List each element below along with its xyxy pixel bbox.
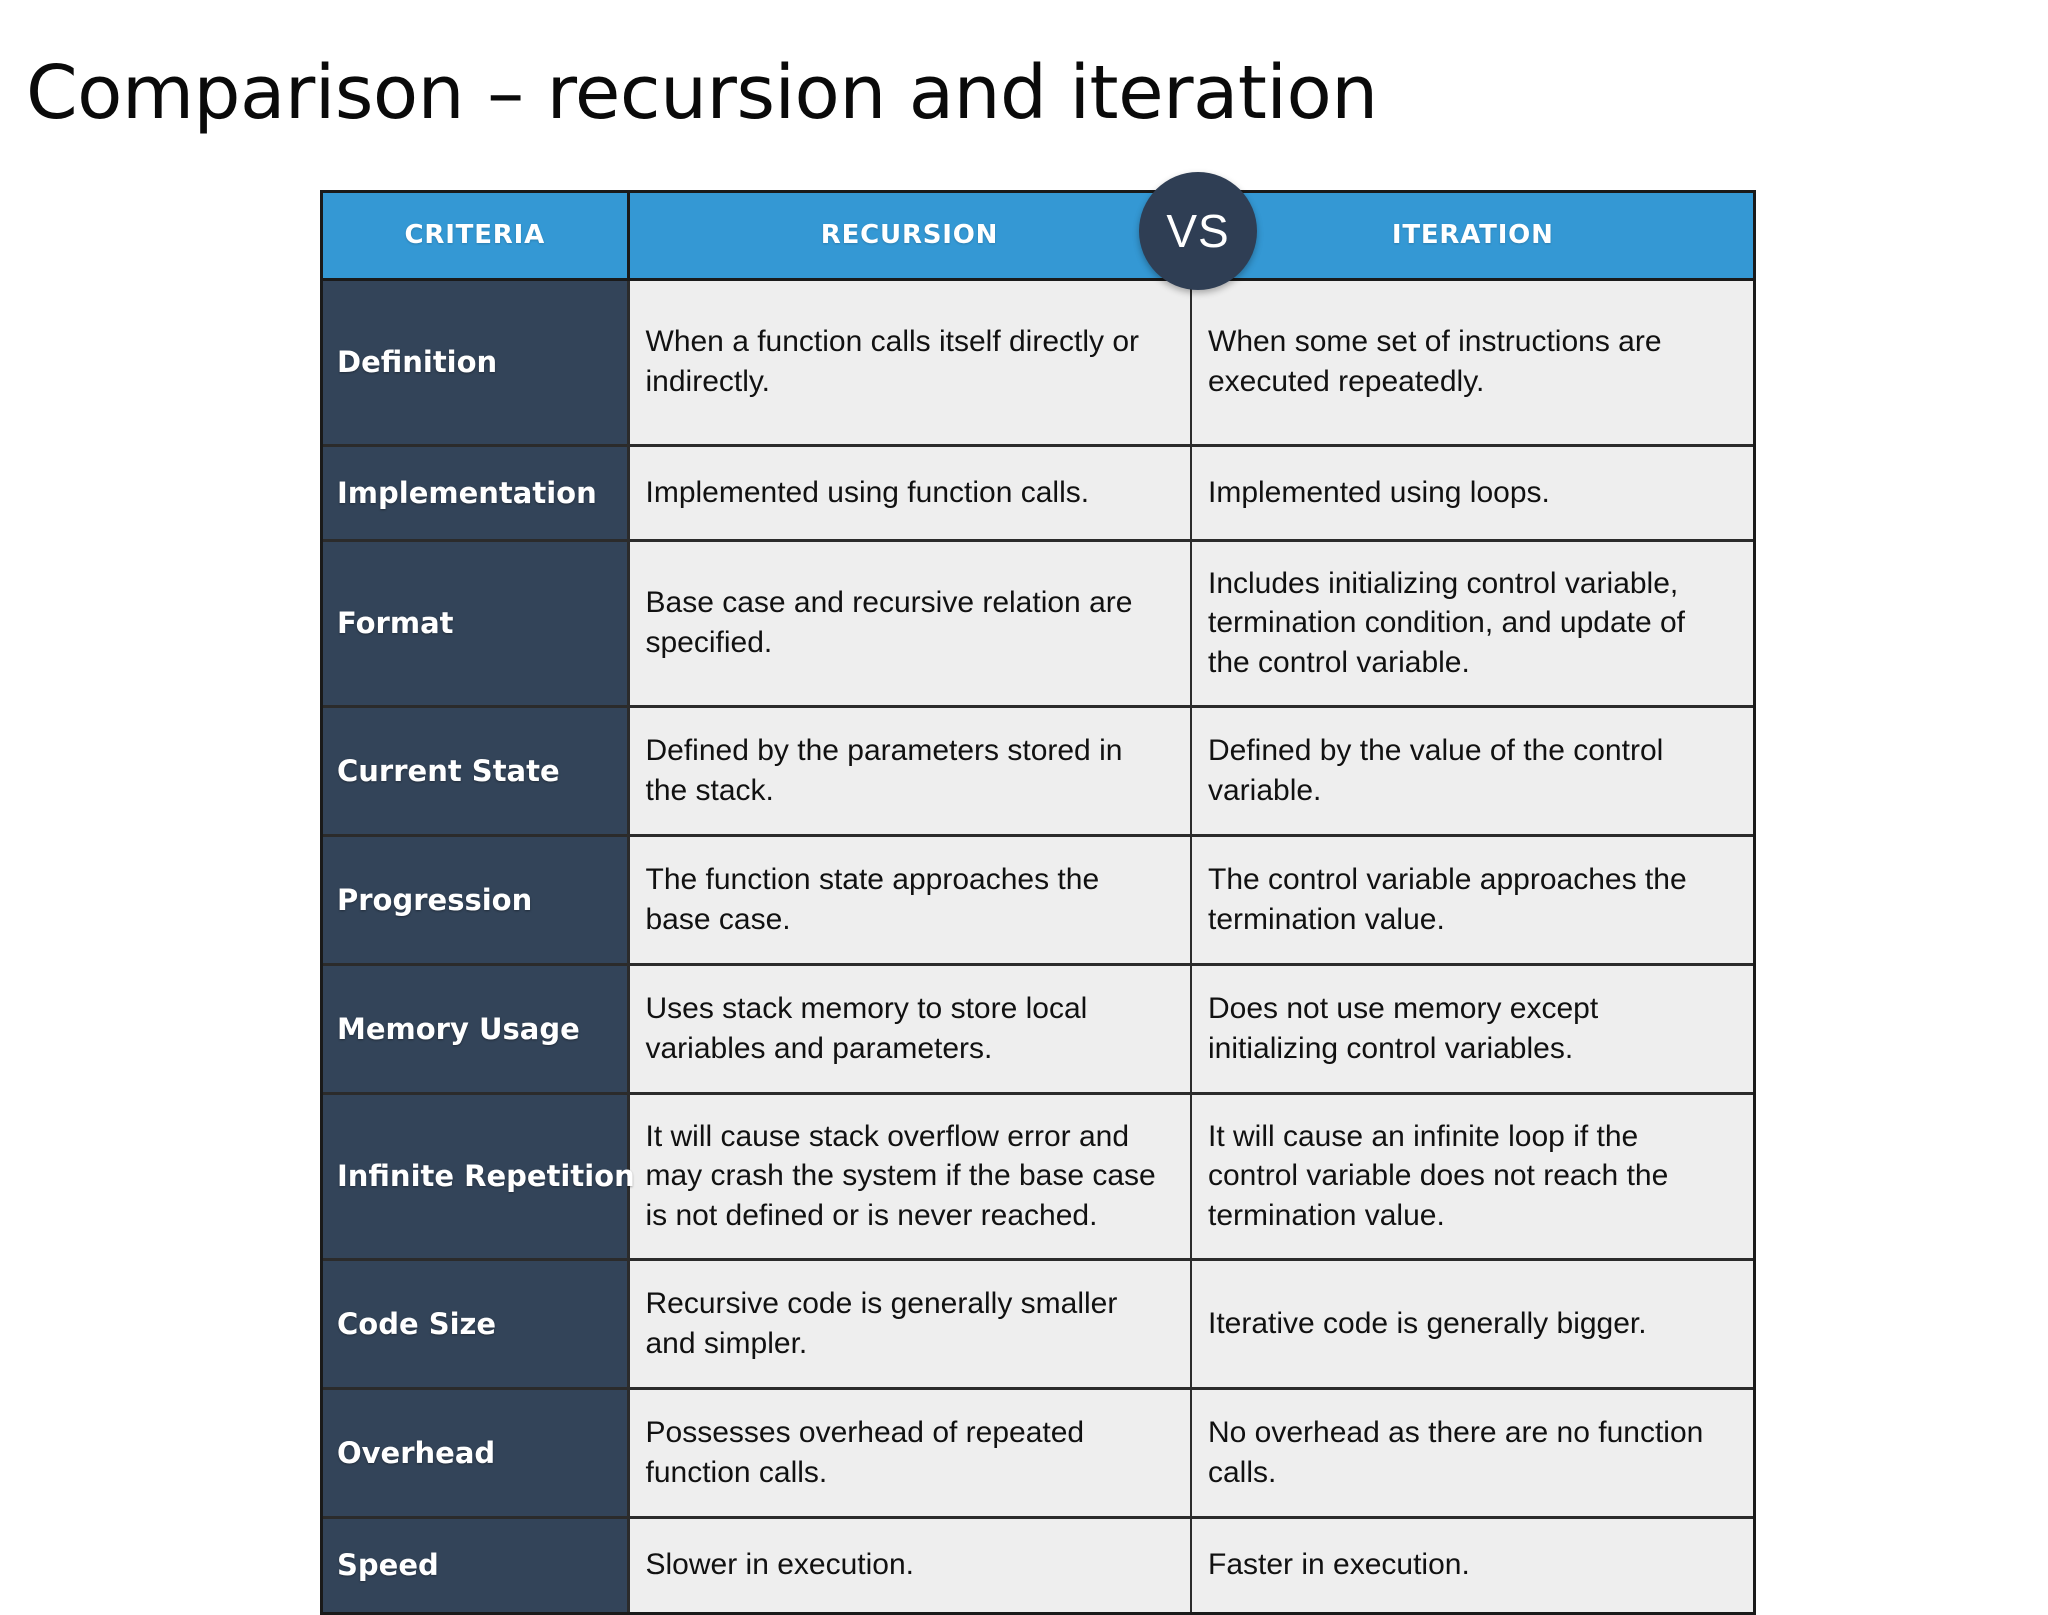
table-header-row: CRITERIA RECURSION ITERATION: [323, 193, 1753, 281]
iteration-cell: Implemented using loops.: [1191, 445, 1753, 542]
iteration-text: Includes initializing control variable, …: [1208, 566, 1685, 679]
criteria-label: Progression: [323, 835, 630, 966]
recursion-cell: It will cause stack overflow error and m…: [628, 1093, 1192, 1261]
recursion-text: Slower in execution.: [645, 1548, 914, 1582]
recursion-text: Implemented using function calls.: [645, 475, 1090, 509]
criteria-label: Format: [323, 540, 630, 708]
recursion-text: When a function calls itself directly or…: [645, 325, 1140, 398]
iteration-cell: Faster in execution.: [1191, 1517, 1753, 1612]
iteration-cell: Includes initializing control variable, …: [1191, 540, 1753, 708]
vs-badge: VS: [1139, 172, 1257, 290]
criteria-label: Speed: [323, 1517, 630, 1612]
iteration-cell: Iterative code is generally bigger.: [1191, 1259, 1753, 1390]
table-row: Speed Slower in execution. Faster in execu…: [323, 1517, 1753, 1612]
recursion-cell: Uses stack memory to store local variabl…: [628, 964, 1192, 1095]
iteration-cell: Defined by the value of the control vari…: [1191, 706, 1753, 837]
criteria-label: Overhead: [323, 1388, 630, 1519]
iteration-text: It will cause an infinite loop if the co…: [1208, 1119, 1669, 1232]
recursion-text: It will cause stack overflow error and m…: [645, 1119, 1156, 1232]
recursion-cell: Possesses overhead of repeated function …: [628, 1388, 1192, 1519]
iteration-cell: It will cause an infinite loop if the co…: [1191, 1093, 1753, 1261]
recursion-text: Recursive code is generally smaller and …: [645, 1286, 1118, 1360]
page-title: Comparison – recursion and iteration: [26, 50, 1378, 136]
recursion-text: Defined by the parameters stored in the …: [645, 733, 1123, 807]
recursion-text: The function state approaches the base c…: [645, 862, 1100, 936]
criteria-label: Code Size: [323, 1259, 630, 1390]
recursion-text: Base case and recursive relation are spe…: [645, 586, 1133, 659]
table-row: Implementation Implemented using function…: [323, 445, 1753, 542]
iteration-cell: Does not use memory except initializing …: [1191, 964, 1753, 1095]
iteration-text: Faster in execution.: [1208, 1548, 1470, 1582]
table-header: CRITERIA RECURSION ITERATION: [323, 193, 1753, 281]
recursion-text: Possesses overhead of repeated function …: [645, 1415, 1085, 1489]
column-header-criteria: CRITERIA: [323, 193, 630, 281]
recursion-cell: When a function calls itself directly or…: [628, 279, 1192, 447]
iteration-text: No overhead as there are no function cal…: [1208, 1415, 1704, 1489]
criteria-label: Infinite Repetition: [323, 1093, 635, 1261]
criteria-label: Implementation: [323, 445, 630, 542]
iteration-text: When some set of instructions are execut…: [1208, 325, 1662, 398]
recursion-cell: Slower in execution.: [628, 1517, 1192, 1612]
recursion-cell: Implemented using function calls.: [628, 445, 1192, 542]
recursion-cell: Base case and recursive relation are spe…: [628, 540, 1192, 708]
criteria-label: Current State: [323, 706, 630, 837]
column-header-recursion: RECURSION: [628, 193, 1193, 281]
recursion-cell: The function state approaches the base c…: [628, 835, 1192, 966]
column-header-iteration: ITERATION: [1191, 193, 1753, 281]
iteration-text: The control variable approaches the term…: [1208, 862, 1687, 936]
iteration-text: Defined by the value of the control vari…: [1208, 733, 1664, 807]
iteration-text: Iterative code is generally bigger.: [1208, 1306, 1647, 1340]
iteration-cell: No overhead as there are no function cal…: [1191, 1388, 1753, 1519]
iteration-text: Implemented using loops.: [1208, 475, 1550, 509]
criteria-label: Definition: [323, 279, 630, 447]
iteration-cell: When some set of instructions are execut…: [1191, 279, 1753, 447]
recursion-cell: Defined by the parameters stored in the …: [628, 706, 1192, 837]
iteration-text: Does not use memory except initializing …: [1208, 991, 1599, 1065]
recursion-text: Uses stack memory to store local variabl…: [645, 991, 1088, 1065]
criteria-label: Memory Usage: [323, 964, 630, 1095]
recursion-cell: Recursive code is generally smaller and …: [628, 1259, 1192, 1390]
iteration-cell: The control variable approaches the term…: [1191, 835, 1753, 966]
